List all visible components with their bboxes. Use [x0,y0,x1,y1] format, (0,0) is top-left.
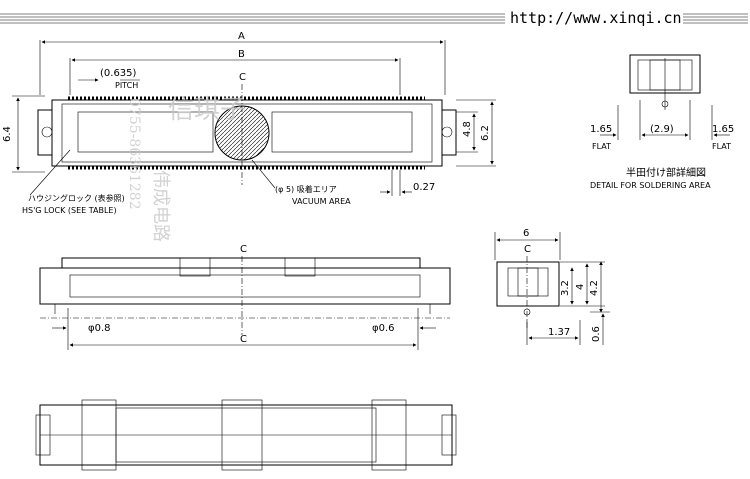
housing-lock-jp: ハウジングロック (表参照) [28,193,125,203]
watermark-phone: 0755-86361282 [126,98,142,210]
watermark-chars: 信琪子 [168,95,246,125]
housing-lock-en: HS'G LOCK (SEE TABLE) [22,206,117,215]
dim-pitch-label: PITCH [115,81,138,90]
side-dim-h3: 4.2 [589,280,600,296]
detail-dim-right: 1.65 [712,124,734,135]
right-latch [441,109,457,156]
watermark: 信琪子 0755-86361282 伟成电路 [126,95,246,242]
dim-b-label: B [238,49,245,60]
detail-flat-right: FLAT [712,142,731,151]
detail-view: 1.65 (2.9) 1.65 FLAT FLAT 半田付け部詳細図 DETAI… [590,54,734,190]
side-centerline-label: C [524,244,531,255]
front-centerline-label: C [240,244,247,255]
bottom-view [35,399,457,471]
detail-dim-left: 1.65 [590,124,612,135]
front-body-outline [39,267,451,305]
vacuum-area-en: VACUUM AREA [292,197,351,206]
front-dim-c: C [240,334,247,345]
dim-pitch-value: (0.635) [100,68,137,79]
side-dim-h2: 4 [575,284,586,290]
front-dim-right-dia: φ0.6 [372,323,395,334]
dim-right-outer: 6.2 [480,125,491,141]
dim-gap: 0.27 [413,182,435,193]
vacuum-area-jp: (φ 5) 吸着エリア [275,184,337,194]
left-latch [37,109,53,156]
side-dim-offset: 1.37 [548,327,570,338]
top-view: A B (0.635) PITCH C 6.4 [2,31,496,215]
dim-left-height: 6.4 [2,126,13,142]
top-centerline-label: C [239,72,246,83]
site-url: http://www.xinqi.cn [510,9,682,27]
side-view: 6 C 3.2 4 4.2 1.37 0.6 [494,228,610,345]
front-view: C φ0.8 φ0.6 C [39,244,451,350]
detail-title-en: DETAIL FOR SOLDERING AREA [590,181,711,190]
header-rule-right [683,13,748,24]
detail-dim-mid: (2.9) [650,124,674,135]
side-dim-width: 6 [523,228,529,239]
dim-right-inner: 4.8 [462,121,473,137]
side-dim-h1: 3.2 [560,280,571,296]
top-pin-rows [68,96,425,170]
detail-title-jp: 半田付け部詳細図 [626,166,706,179]
header: http://www.xinqi.cn [0,9,748,27]
vacuum-area-circle [214,105,270,161]
detail-flat-left: FLAT [592,142,611,151]
side-body-outline [496,261,560,307]
header-rule-left [0,13,505,24]
front-dim-left-dia: φ0.8 [88,323,111,334]
side-dim-bottom: 0.6 [591,326,602,342]
dim-a-label: A [238,31,245,42]
watermark-company: 伟成电路 [150,170,171,242]
